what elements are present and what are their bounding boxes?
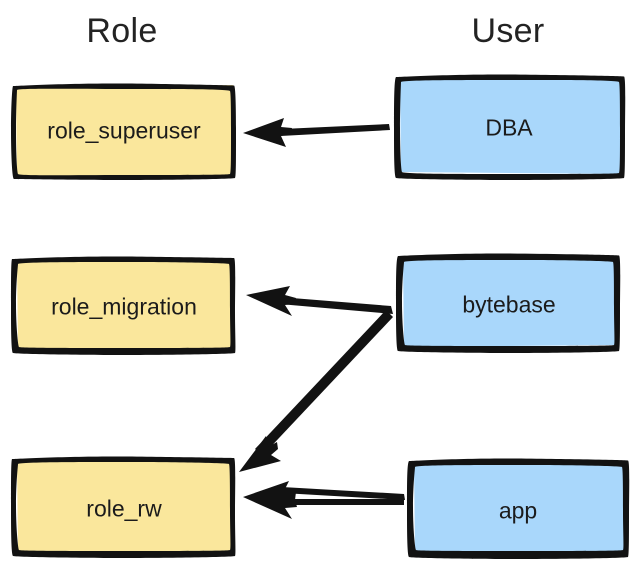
edge-bytebase-to-role_migration-shaft bbox=[267, 296, 393, 314]
edge-app-to-role_rw-shaft-upper bbox=[282, 487, 405, 500]
edge-app-to-role_rw-shaft-lower bbox=[283, 499, 404, 505]
node-role_superuser[interactable] bbox=[11, 83, 236, 180]
node-dba[interactable] bbox=[394, 74, 626, 180]
node-bytebase-fill bbox=[403, 258, 615, 347]
column-header-user: User bbox=[471, 12, 545, 50]
edge-bytebase-to-role_rw bbox=[239, 310, 393, 472]
edge-bytebase-to-role_migration-arrowhead bbox=[246, 286, 296, 316]
edge-dba-to-role_superuser-shaft bbox=[261, 124, 390, 137]
column-header-role: Role bbox=[86, 12, 158, 50]
node-role_migration-fill bbox=[17, 260, 234, 350]
edge-app-to-role_rw-arrowhead bbox=[243, 481, 297, 519]
edge-bytebase-to-role_rw-arrowhead bbox=[239, 436, 281, 472]
edge-bytebase-to-role_migration bbox=[246, 286, 393, 316]
edge-bytebase-to-role_rw-shaft bbox=[255, 310, 393, 455]
node-role_migration[interactable] bbox=[11, 256, 236, 355]
edge-dba-to-role_superuser-arrowhead bbox=[243, 118, 292, 147]
node-role_rw-fill bbox=[17, 460, 234, 553]
node-role_rw[interactable] bbox=[11, 456, 236, 558]
node-app[interactable] bbox=[407, 458, 630, 559]
edge-app-to-role_rw bbox=[243, 481, 405, 519]
node-bytebase[interactable] bbox=[396, 253, 621, 353]
node-dba-fill bbox=[400, 78, 621, 174]
node-app-fill bbox=[414, 463, 624, 553]
node-role_superuser-fill bbox=[16, 85, 235, 178]
edge-dba-to-role_superuser bbox=[243, 118, 390, 147]
